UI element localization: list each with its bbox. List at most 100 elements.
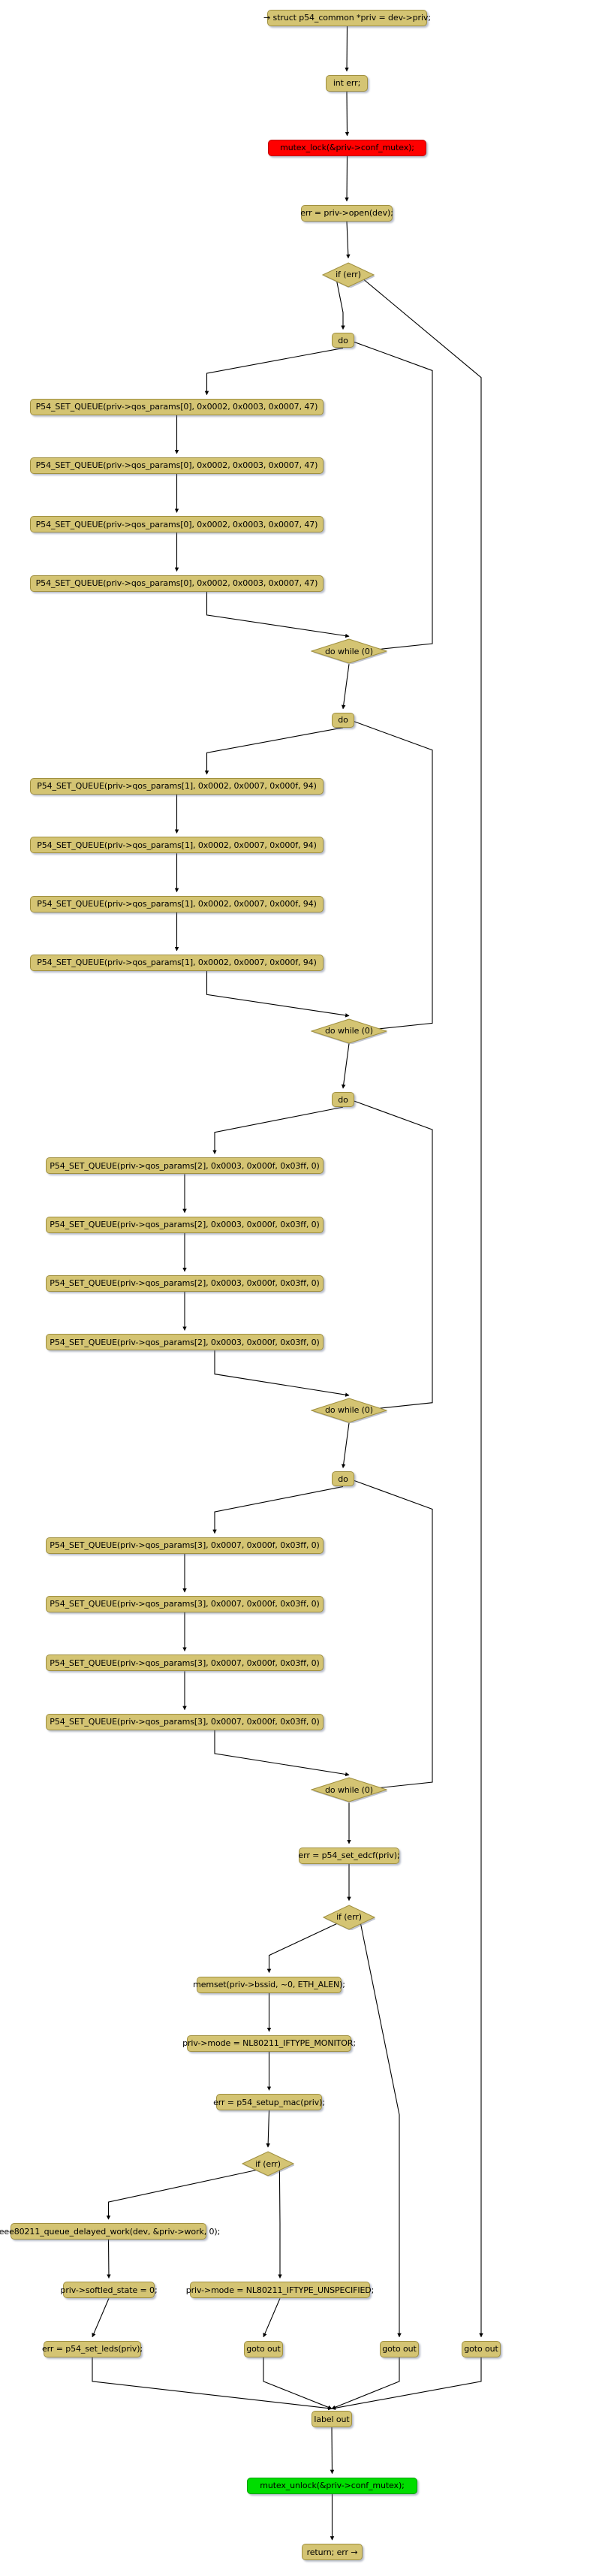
flow-node-setupmac[interactable]: err = p54_setup_mac(priv); — [213, 2094, 325, 2111]
flow-node-softled[interactable]: priv->softled_state = 0; — [60, 2282, 158, 2299]
flow-node-q3b[interactable]: P54_SET_QUEUE(priv->qos_params[3], 0x000… — [46, 1595, 324, 1612]
flow-edge — [330, 2427, 335, 2475]
flow-edge — [204, 347, 344, 396]
flow-node-setleds[interactable]: err = p54_set_leds(priv); — [41, 2340, 143, 2357]
flow-node-goto1[interactable]: goto out — [244, 2340, 283, 2357]
flow-edge — [354, 341, 433, 652]
flow-edge — [212, 1106, 344, 1154]
flow-node-dw1[interactable]: do while (0) — [311, 1018, 387, 1044]
flow-node-label: do — [338, 715, 348, 725]
flow-node-memset[interactable]: memset(priv->bssid, ~0, ETH_ALEN); — [193, 1976, 345, 1993]
flow-node-entry[interactable]: → struct p54_common *priv = dev->priv; — [263, 9, 431, 26]
flow-edge — [354, 1480, 433, 1790]
flow-node-interr[interactable]: int err; — [326, 74, 368, 92]
flow-node-q0d[interactable]: P54_SET_QUEUE(priv->qos_params[0], 0x000… — [30, 575, 324, 592]
flow-node-unlock[interactable]: mutex_unlock(&priv->conf_mutex); — [247, 2477, 417, 2494]
flow-node-edcf[interactable]: err = p54_set_edcf(priv); — [298, 1847, 400, 1864]
flow-node-label: err = p54_set_edcf(priv); — [298, 1851, 400, 1861]
flow-edge — [341, 1043, 350, 1089]
flow-node-q0c[interactable]: P54_SET_QUEUE(priv->qos_params[0], 0x000… — [30, 516, 324, 533]
flow-node-label: P54_SET_QUEUE(priv->qos_params[1], 0x000… — [37, 899, 317, 909]
flow-node-label: priv->mode = NL80211_IFTYPE_UNSPECIFIED; — [185, 2285, 375, 2295]
flow-edge — [345, 26, 349, 72]
flow-node-label: int err; — [333, 78, 361, 89]
flow-node-if1[interactable]: if (err) — [322, 262, 375, 288]
flow-node-label: goto out — [464, 2344, 498, 2354]
flow-node-label: → struct p54_common *priv = dev->priv; — [263, 13, 431, 23]
flow-node-goto3[interactable]: goto out — [462, 2340, 501, 2357]
diamond-shape — [323, 1904, 375, 1930]
flow-node-do0[interactable]: do — [332, 333, 354, 348]
flow-node-if3[interactable]: if (err) — [242, 2151, 294, 2177]
flow-edge — [331, 2357, 400, 2409]
flow-node-queue[interactable]: ieee80211_queue_delayed_work(dev, &priv-… — [0, 2223, 220, 2240]
flow-node-q2b[interactable]: P54_SET_QUEUE(priv->qos_params[2], 0x000… — [46, 1216, 324, 1233]
flow-edge — [263, 2298, 281, 2338]
flow-node-label: priv->softled_state = 0; — [60, 2285, 158, 2295]
flow-node-label: P54_SET_QUEUE(priv->qos_params[0], 0x000… — [35, 402, 318, 412]
flow-node-do2[interactable]: do — [332, 1092, 354, 1108]
flow-edge — [92, 2357, 333, 2411]
flow-edge — [341, 664, 350, 710]
flow-node-mode1[interactable]: priv->mode = NL80211_IFTYPE_MONITOR; — [182, 2035, 356, 2052]
flow-node-q1b[interactable]: P54_SET_QUEUE(priv->qos_params[1], 0x000… — [30, 837, 324, 854]
flow-node-label: do while (0) — [325, 1405, 373, 1416]
flow-node-label: err = p54_set_leds(priv); — [41, 2344, 143, 2354]
flow-node-label: do — [338, 1474, 348, 1484]
diamond-shape — [242, 2151, 294, 2177]
flow-node-label: ieee80211_queue_delayed_work(dev, &priv-… — [0, 2226, 221, 2237]
flow-node-open[interactable]: err = priv->open(dev); — [300, 204, 393, 222]
flow-edge — [345, 155, 349, 202]
flow-node-dw2[interactable]: do while (0) — [311, 1398, 387, 1423]
flow-node-q1a[interactable]: P54_SET_QUEUE(priv->qos_params[1], 0x000… — [30, 777, 324, 795]
flow-node-label: P54_SET_QUEUE(priv->qos_params[2], 0x000… — [50, 1220, 320, 1230]
flow-node-return[interactable]: return; err → — [302, 2544, 363, 2561]
flow-node-q2c[interactable]: P54_SET_QUEUE(priv->qos_params[2], 0x000… — [46, 1274, 324, 1292]
flow-node-label: P54_SET_QUEUE(priv->qos_params[1], 0x000… — [37, 781, 317, 792]
flow-edge — [263, 2357, 333, 2409]
flow-edge — [354, 1100, 433, 1411]
flow-node-label: do while (0) — [325, 1026, 373, 1036]
flow-edge — [354, 721, 433, 1032]
flow-node-goto2[interactable]: goto out — [380, 2340, 419, 2357]
flow-node-label: mutex_unlock(&priv->conf_mutex); — [260, 2481, 405, 2491]
flow-node-lock[interactable]: mutex_lock(&priv->conf_mutex); — [268, 139, 426, 156]
flow-node-label: err = priv->open(dev); — [300, 208, 393, 219]
diamond-shape — [311, 1018, 387, 1044]
flow-node-q3c[interactable]: P54_SET_QUEUE(priv->qos_params[3], 0x000… — [46, 1654, 324, 1672]
flow-node-label: err = p54_setup_mac(priv); — [213, 2097, 325, 2107]
flow-node-label: return; err → — [306, 2547, 358, 2557]
diamond-shape — [322, 262, 375, 288]
flow-node-do3[interactable]: do — [332, 1471, 354, 1487]
flow-node-labelout[interactable]: label out — [312, 2411, 352, 2428]
flow-edge — [92, 2298, 110, 2338]
flow-node-label: goto out — [246, 2344, 281, 2354]
flow-node-if2[interactable]: if (err) — [323, 1904, 375, 1930]
flow-node-q0a[interactable]: P54_SET_QUEUE(priv->qos_params[0], 0x000… — [30, 398, 324, 415]
flow-node-q1d[interactable]: P54_SET_QUEUE(priv->qos_params[1], 0x000… — [30, 954, 324, 971]
flow-node-label: P54_SET_QUEUE(priv->qos_params[3], 0x000… — [50, 1658, 320, 1668]
flow-node-mode2[interactable]: priv->mode = NL80211_IFTYPE_UNSPECIFIED; — [186, 2282, 374, 2299]
flow-node-label: P54_SET_QUEUE(priv->qos_params[2], 0x000… — [50, 1278, 320, 1289]
flow-node-label: P54_SET_QUEUE(priv->qos_params[3], 0x000… — [50, 1599, 320, 1609]
flow-node-dw3[interactable]: do while (0) — [311, 1777, 387, 1803]
flow-node-label: if (err) — [336, 270, 361, 280]
flow-node-q1c[interactable]: P54_SET_QUEUE(priv->qos_params[1], 0x000… — [30, 895, 324, 912]
flow-node-q3a[interactable]: P54_SET_QUEUE(priv->qos_params[3], 0x000… — [46, 1537, 324, 1554]
flow-node-q2a[interactable]: P54_SET_QUEUE(priv->qos_params[2], 0x000… — [46, 1157, 324, 1175]
flow-node-q0b[interactable]: P54_SET_QUEUE(priv->qos_params[0], 0x000… — [30, 457, 324, 474]
flow-node-q3d[interactable]: P54_SET_QUEUE(priv->qos_params[3], 0x000… — [46, 1713, 324, 1730]
flow-edge — [214, 1350, 350, 1397]
flow-node-label: P54_SET_QUEUE(priv->qos_params[1], 0x000… — [37, 958, 317, 968]
flow-node-label: goto out — [382, 2344, 417, 2354]
flow-edge — [266, 2110, 270, 2148]
flow-node-dw0[interactable]: do while (0) — [311, 638, 387, 665]
flow-node-q2d[interactable]: P54_SET_QUEUE(priv->qos_params[2], 0x000… — [46, 1334, 324, 1351]
flow-node-label: if (err) — [255, 2158, 281, 2169]
flow-node-label: do — [338, 335, 348, 345]
flow-node-label: priv->mode = NL80211_IFTYPE_MONITOR; — [182, 2038, 356, 2049]
flow-node-do1[interactable]: do — [332, 712, 354, 728]
flow-node-label: P54_SET_QUEUE(priv->qos_params[0], 0x000… — [35, 460, 318, 471]
flow-node-label: P54_SET_QUEUE(priv->qos_params[3], 0x000… — [50, 1540, 320, 1551]
